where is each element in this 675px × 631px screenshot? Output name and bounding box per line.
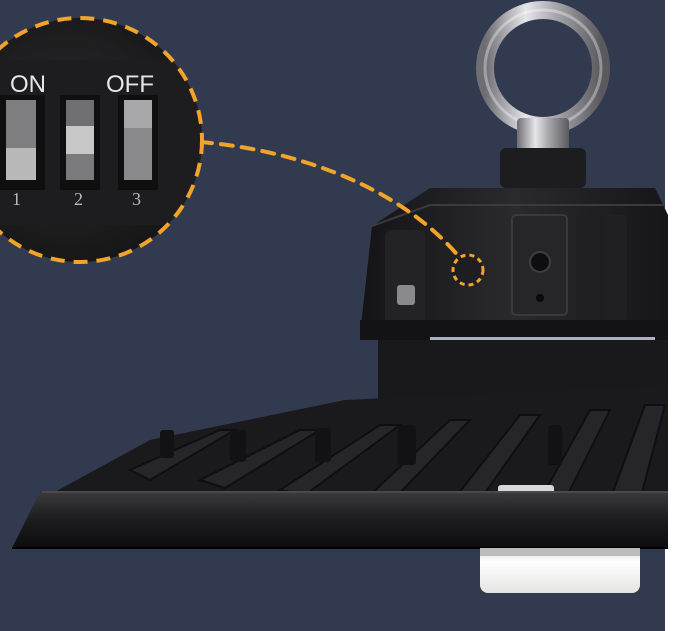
reflector-rim <box>12 491 668 549</box>
driver-housing <box>360 188 668 351</box>
right-border <box>665 0 675 631</box>
on-label: ON <box>10 71 46 98</box>
dotted-leader-line-icon <box>198 140 470 270</box>
dip-switch-zoom-icon: ON OFF 1 2 3 <box>0 16 204 264</box>
dip-switch-location-marker <box>451 253 485 287</box>
eye-bolt-hook-icon <box>476 1 610 188</box>
off-label: OFF <box>106 71 154 98</box>
motion-sensor <box>480 548 640 593</box>
switch-number-2: 2 <box>74 189 83 209</box>
switch-number-3: 3 <box>132 189 141 209</box>
heat-sink-fins <box>40 340 668 507</box>
switch-number-1: 1 <box>12 189 21 209</box>
